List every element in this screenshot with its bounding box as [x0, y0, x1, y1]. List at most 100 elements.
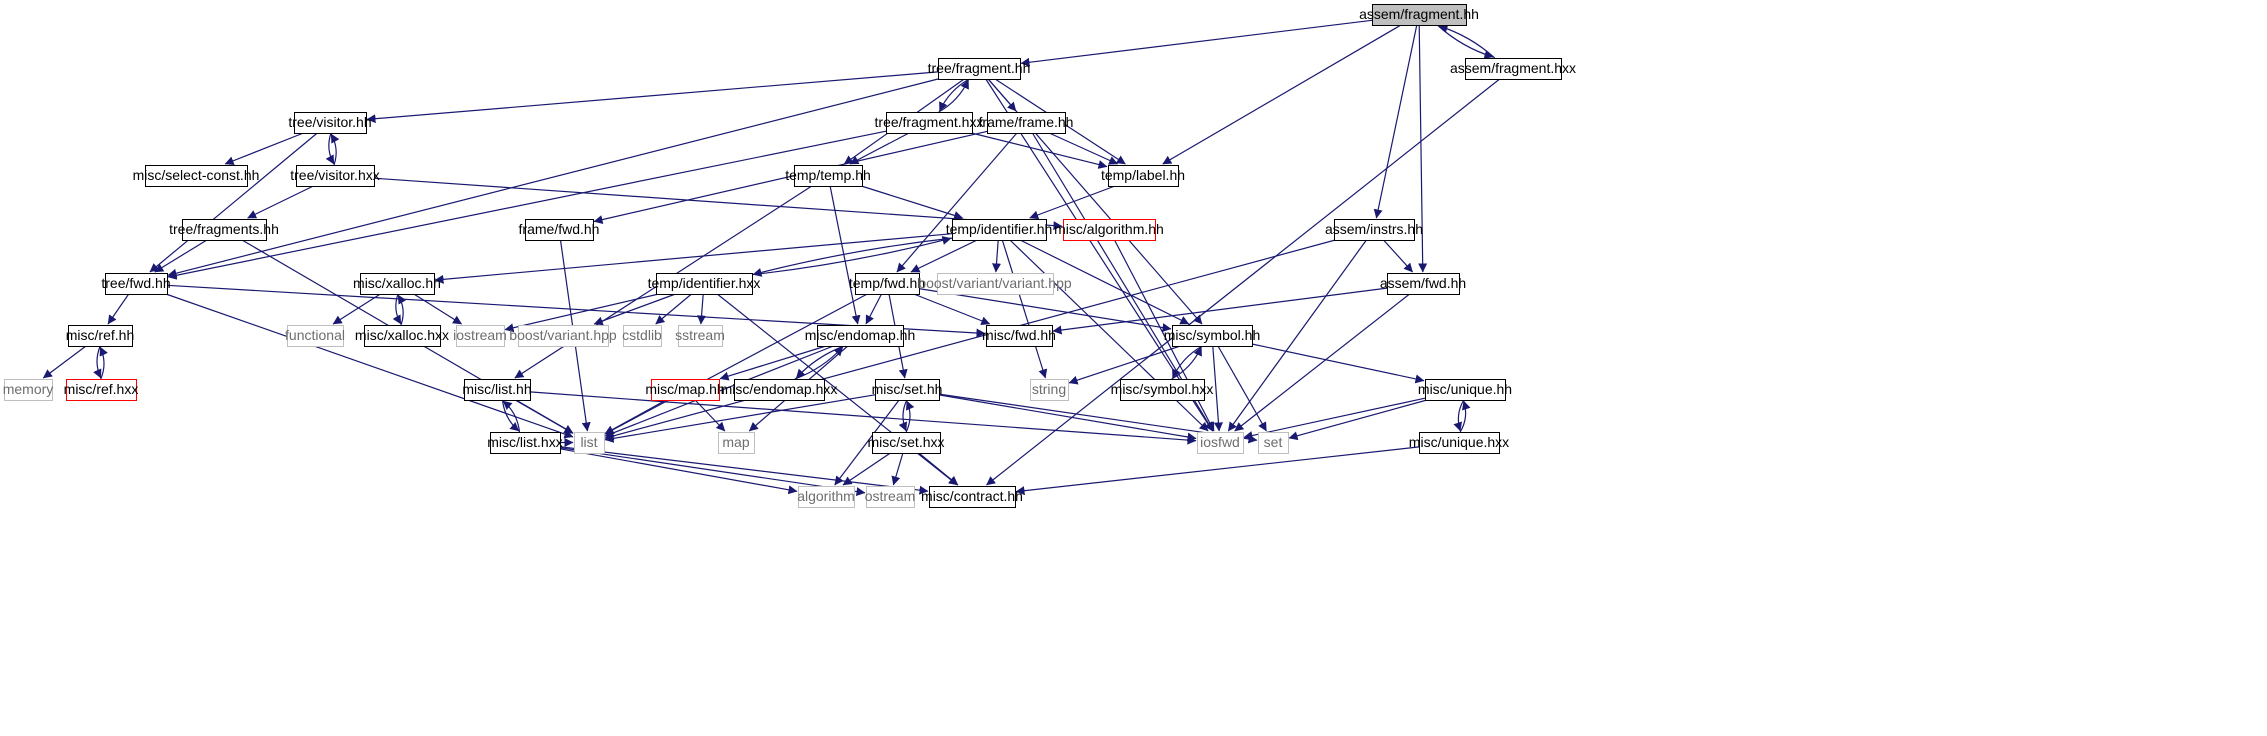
edge-assem_fragment_hh-to-tree_fragment_hh: [1020, 19, 1373, 67]
node-misc-list-hxx[interactable]: misc/list.hxx: [487, 432, 563, 454]
node-temp-label-hh[interactable]: temp/label.hh: [1101, 165, 1185, 187]
node-box: [1197, 432, 1244, 454]
node-box: [145, 165, 248, 187]
edge-frame_frame_hh-to-temp_label_hh: [1048, 132, 1119, 165]
node-assem-instrs-hh[interactable]: assem/instrs.hh: [1325, 219, 1423, 241]
node-box: [1425, 379, 1506, 401]
edge-misc_xalloc_hh-to-functional: [332, 293, 381, 325]
node-tree-visitor-hxx[interactable]: tree/visitor.hxx: [290, 165, 380, 187]
node-misc-unique-hxx[interactable]: misc/unique.hxx: [1409, 432, 1509, 454]
node-misc-map-hh[interactable]: misc/map.hh: [645, 379, 725, 401]
node-tree-fragments-hh[interactable]: tree/fragments.hh: [169, 219, 279, 241]
node-frame-frame-hh[interactable]: frame/frame.hh: [979, 112, 1074, 134]
edge-temp_identifier_hh-to-string: [1001, 239, 1048, 379]
node-misc-set-hh[interactable]: misc/set.hh: [872, 379, 943, 401]
node-box: [464, 379, 531, 401]
edge-tree_visitor_hxx-to-misc_algorithm_hh: [373, 177, 1063, 231]
node-assem-fragment-hxx[interactable]: assem/fragment.hxx: [1450, 58, 1576, 80]
edge-tree_visitor_hxx-to-tree_fragments_hh: [247, 185, 314, 219]
node-label: tree/visitor.hxx: [290, 167, 379, 183]
node-misc-fwd-hh[interactable]: misc/fwd.hh: [982, 325, 1056, 347]
node-tree-fragment-hh[interactable]: tree/fragment.hh: [928, 58, 1031, 80]
node-label: boost/variant/variant.hpp: [918, 275, 1072, 291]
node-box: [986, 325, 1053, 347]
edge-misc_xalloc_hh-to-iostream: [413, 293, 462, 325]
node-misc-select-const-hh[interactable]: misc/select-const.hh: [133, 165, 260, 187]
node-box: [886, 112, 973, 134]
node-misc-set-hxx[interactable]: misc/set.hxx: [867, 432, 945, 454]
node-box: [937, 273, 1054, 295]
node-box: [987, 112, 1066, 134]
edge-temp_identifier_hxx-to-cstdlib: [655, 293, 692, 325]
node-misc-unique-hh[interactable]: misc/unique.hh: [1418, 379, 1512, 401]
edge-tree_fragment_hh-to-tree_fwd_hh: [167, 78, 939, 278]
node-label: cstdlib: [622, 327, 662, 343]
edge-misc_symbol_hh-to-misc_symbol_hxx: [1172, 345, 1203, 379]
node-label: misc/symbol.hxx: [1111, 381, 1214, 397]
node-box: [360, 273, 435, 295]
node-misc-list-hh[interactable]: misc/list.hh: [462, 379, 532, 401]
edge-temp_identifier_hxx-to-iostream: [504, 293, 659, 333]
node-misc-ref-hh[interactable]: misc/ref.hh: [66, 325, 134, 347]
edge-assem_instrs_hh-to-assem_fwd_hh: [1383, 239, 1414, 273]
node-misc-endomap-hxx[interactable]: misc/endomap.hxx: [721, 379, 838, 401]
node-label: temp/fwd.hh: [849, 275, 925, 291]
edge-tree_fragment_hxx-to-tree_fwd_hh: [167, 130, 887, 280]
node-misc-ref-hxx[interactable]: misc/ref.hxx: [64, 379, 139, 401]
edge-frame_frame_hh-to-frame_fwd_hh: [593, 130, 988, 224]
edge-tree_visitor_hh-to-tree_fwd_hh: [149, 132, 318, 273]
node-tree-fragment-hxx[interactable]: tree/fragment.hxx: [875, 112, 984, 134]
node-box: [798, 486, 855, 508]
edge-misc_unique_hxx-to-misc_unique_hh: [1459, 400, 1471, 433]
node-box: [938, 58, 1021, 80]
edge-misc_list_hh-to-iosfwd: [529, 391, 1197, 445]
node-box: [574, 432, 605, 454]
node-label: iostream: [453, 327, 507, 343]
edge-misc_endomap_hxx-to-misc_endomap_hh: [794, 346, 844, 380]
node-temp-temp-hh[interactable]: temp/temp.hh: [785, 165, 871, 187]
edge-temp_identifier_hh-to-temp_identifier_hxx: [752, 237, 953, 277]
node-temp-fwd-hh[interactable]: temp/fwd.hh: [849, 273, 925, 295]
node-box: [4, 379, 53, 401]
node-misc-algorithm-hh[interactable]: misc/algorithm.hh: [1054, 219, 1164, 241]
node-box: [1258, 432, 1289, 454]
node-assem-fwd-hh[interactable]: assem/fwd.hh: [1380, 273, 1466, 295]
node-tree-fwd-hh[interactable]: tree/fwd.hh: [101, 273, 171, 295]
node-frame-fwd-hh[interactable]: frame/fwd.hh: [519, 219, 600, 241]
edge-misc_list_hxx-to-algorithm: [559, 448, 798, 495]
node-misc-xalloc-hh[interactable]: misc/xalloc.hh: [353, 273, 441, 295]
node-assem-fragment-hh[interactable]: assem/fragment.hh: [1359, 4, 1479, 26]
node-label: assem/instrs.hh: [1325, 221, 1423, 237]
node-box: [287, 325, 344, 347]
node-misc-symbol-hxx[interactable]: misc/symbol.hxx: [1111, 379, 1214, 401]
node-temp-identifier-hh[interactable]: temp/identifier.hh: [946, 219, 1053, 241]
node-misc-contract-hh[interactable]: misc/contract.hh: [921, 486, 1023, 508]
node-label: misc/algorithm.hh: [1054, 221, 1164, 237]
edge-misc_set_hxx-to-algorithm: [842, 452, 891, 486]
node-label: misc/set.hh: [872, 381, 943, 397]
node-label: algorithm: [797, 488, 855, 504]
node-box: [518, 325, 609, 347]
node-label: misc/set.hxx: [867, 434, 944, 450]
edge-misc_symbol_hxx-to-misc_symbol_hh: [1171, 346, 1202, 380]
edge-tree_visitor_hxx-to-tree_visitor_hh: [330, 133, 340, 166]
edge-misc_unique_hxx-to-misc_contract_hh: [1015, 446, 1420, 496]
node-tree-visitor-hh[interactable]: tree/visitor.hh: [288, 112, 372, 134]
edge-misc_set_hh-to-iosfwd: [938, 394, 1197, 442]
node-box: [1172, 325, 1253, 347]
node-temp-identifier-hxx[interactable]: temp/identifier.hxx: [648, 273, 761, 295]
edge-assem_instrs_hh-to-list: [604, 239, 1336, 441]
node-label: misc/list.hh: [462, 381, 531, 397]
node-label: tree/fragment.hxx: [875, 114, 984, 130]
node-label: map: [722, 434, 749, 450]
node-misc-endomap-hh[interactable]: misc/endomap.hh: [805, 325, 916, 347]
edge-temp_identifier_hh-to-misc_xalloc_hh: [434, 233, 953, 284]
node-box: [718, 432, 755, 454]
node-misc-symbol-hh[interactable]: misc/symbol.hh: [1164, 325, 1260, 347]
node-label: misc/ref.hxx: [64, 381, 139, 397]
edge-temp_fwd_hh-to-misc_symbol_hh: [918, 288, 1172, 332]
edge-misc_endomap_hh-to-misc_map_hh: [719, 345, 827, 381]
edge-misc_set_hh-to-misc_set_hxx: [898, 399, 908, 432]
node-misc-xalloc-hxx[interactable]: misc/xalloc.hxx: [355, 325, 449, 347]
